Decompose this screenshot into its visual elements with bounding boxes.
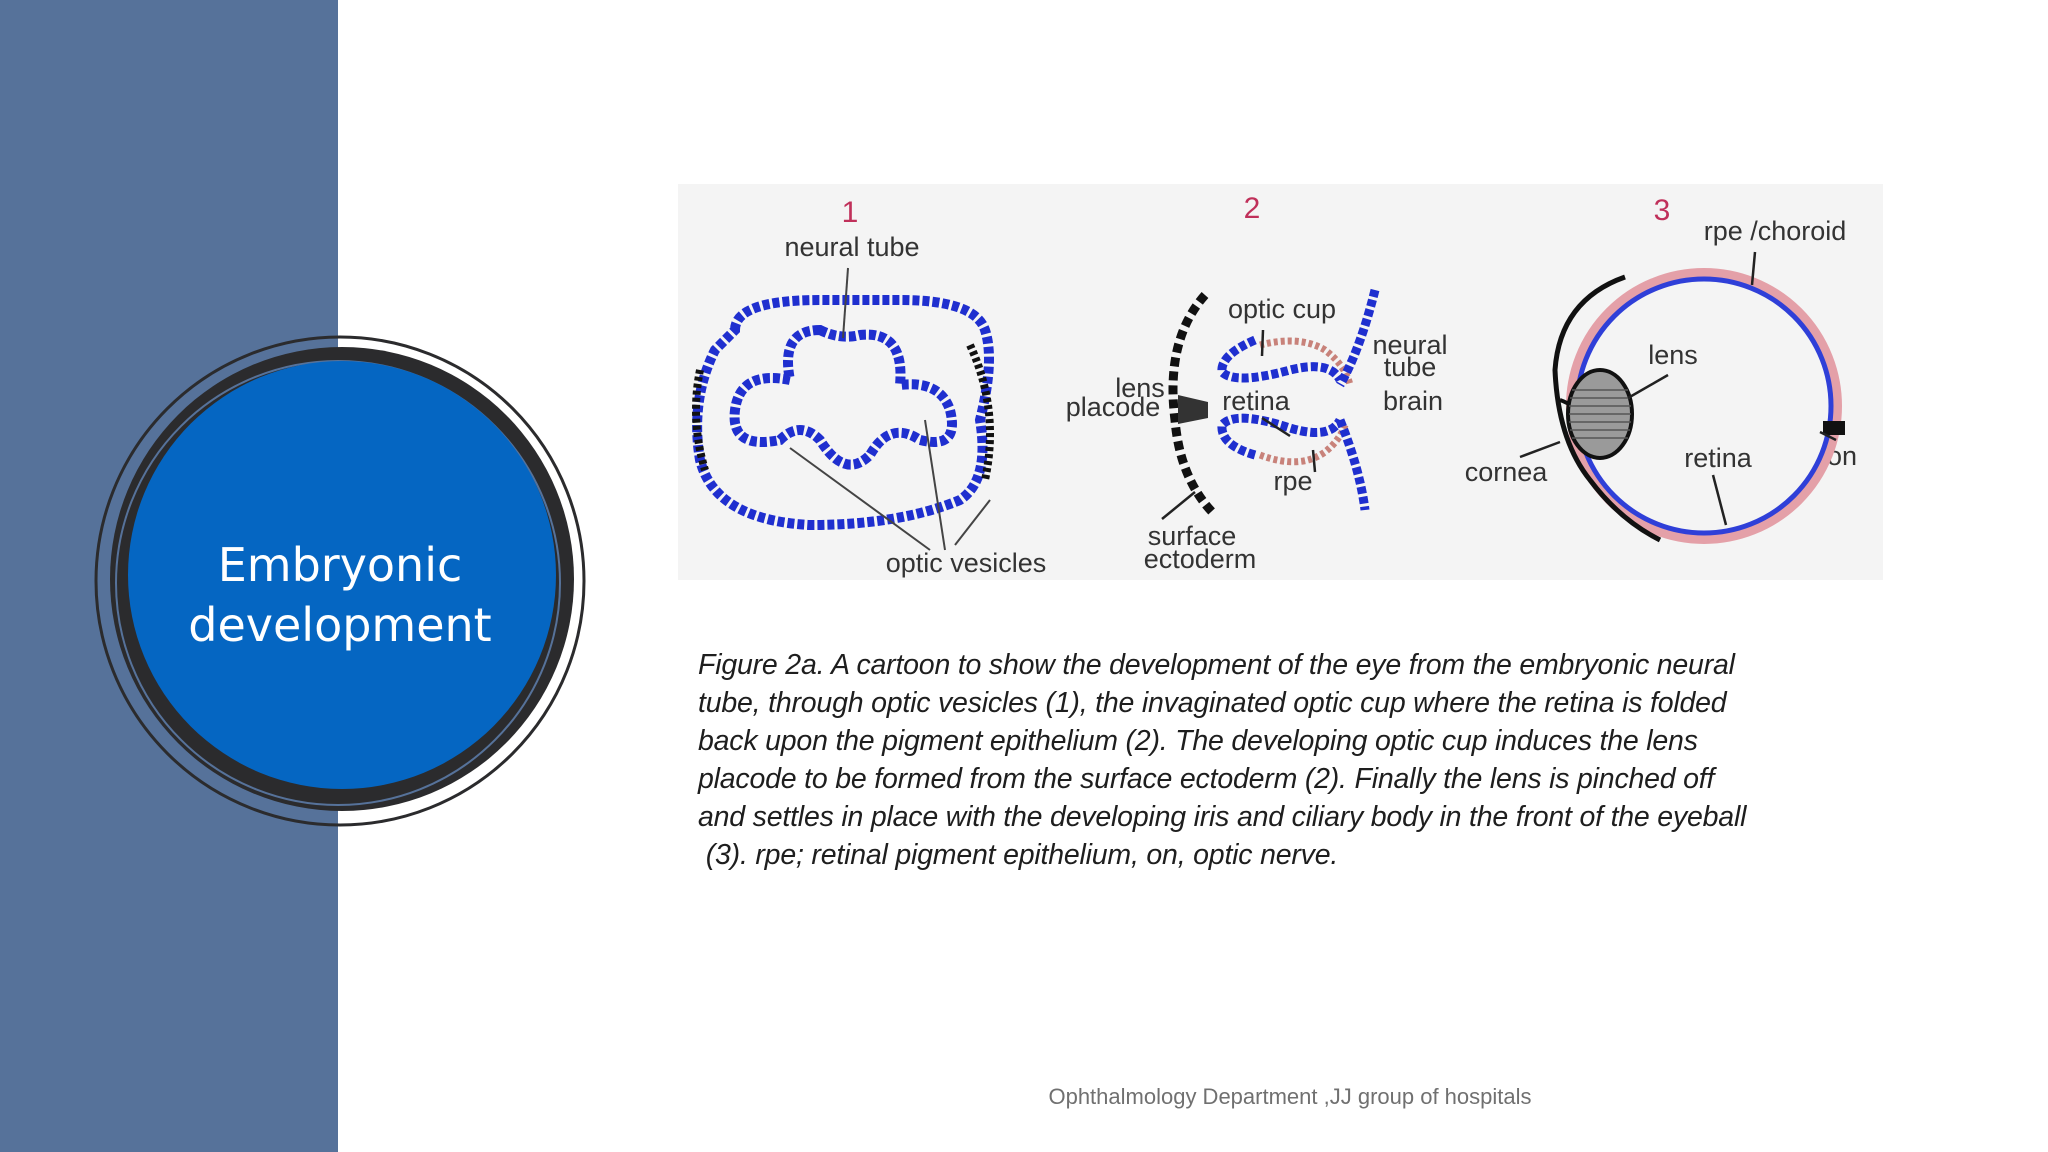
label-lens-2: lens xyxy=(1115,373,1165,403)
stage-1-number: 1 xyxy=(842,196,859,229)
label-tube: tube xyxy=(1384,352,1437,382)
label-cornea: cornea xyxy=(1465,457,1549,487)
label-neural-tube: neural tube xyxy=(784,232,919,262)
title-circle xyxy=(92,333,588,829)
label-retina-2: retina xyxy=(1222,386,1291,416)
label-optic-vesicles: optic vesicles xyxy=(886,548,1047,578)
label-brain: brain xyxy=(1383,386,1443,416)
stage-2-number: 2 xyxy=(1244,192,1261,225)
slide-footer: Ophthalmology Department ,JJ group of ho… xyxy=(1048,1084,1532,1109)
label-placode: placode xyxy=(1066,392,1161,422)
caption-line-6: (3). rpe; retinal pigment epithelium, on… xyxy=(698,839,1339,871)
label-retina-3: retina xyxy=(1684,443,1753,473)
slide-title-line-2: development xyxy=(188,598,492,652)
label-lens-3: lens xyxy=(1648,340,1698,370)
caption-line-2: tube, through optic vesicles (1), the in… xyxy=(698,687,1727,719)
stage-1-drawing xyxy=(692,267,994,551)
label-optic-cup: optic cup xyxy=(1228,294,1336,324)
caption-line-3: back upon the pigment epithelium (2). Th… xyxy=(698,725,1698,757)
figure-panel xyxy=(678,184,1883,580)
label-neural: neural xyxy=(1372,330,1447,360)
label-surface: surface xyxy=(1148,521,1237,551)
label-rpe-choroid: rpe /choroid xyxy=(1704,216,1847,246)
stage-3-number: 3 xyxy=(1654,194,1671,227)
stage-2-drawing xyxy=(1161,288,1380,520)
caption-line-1: Figure 2a. A cartoon to show the develop… xyxy=(698,649,1735,681)
caption-line-4: placode to be formed from the surface ec… xyxy=(698,763,1715,795)
label-rpe: rpe xyxy=(1273,466,1312,496)
figure-caption: Figure 2a. A cartoon to show the develop… xyxy=(698,646,1898,874)
slide-title: Embryonic development xyxy=(150,535,530,655)
stage-3-drawing xyxy=(1519,251,1845,544)
label-ectoderm: ectoderm xyxy=(1144,544,1257,574)
slide-title-line-1: Embryonic xyxy=(217,538,463,592)
caption-line-5: and settles in place with the developing… xyxy=(698,801,1747,833)
